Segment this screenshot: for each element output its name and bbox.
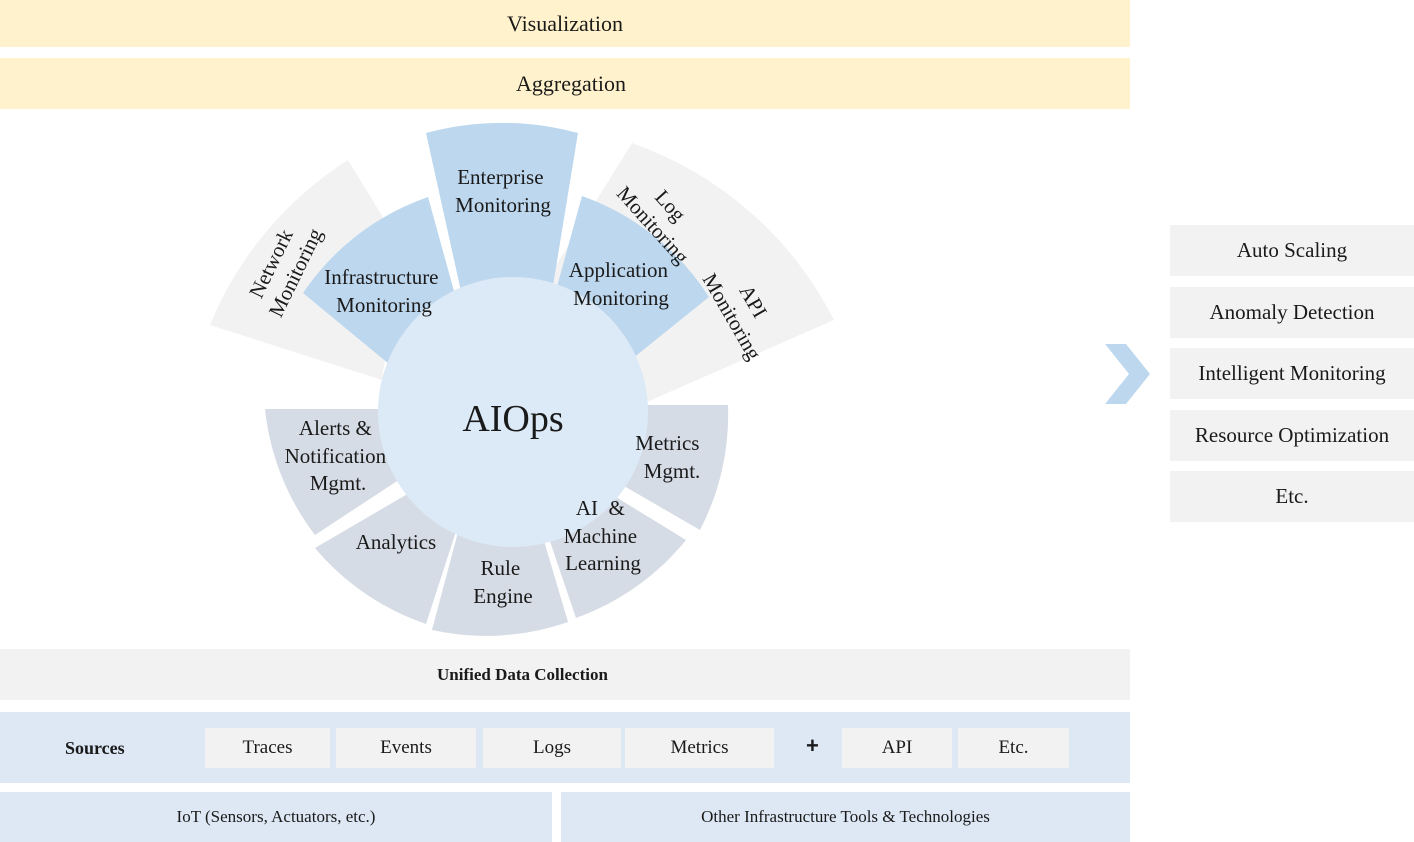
source-chip-label: Traces [242, 737, 293, 758]
outcome-label: Auto Scaling [1236, 238, 1348, 262]
outcome-label: Intelligent Monitoring [1198, 361, 1386, 385]
aiops-center [378, 277, 648, 547]
source-chip-label: Metrics [670, 737, 729, 758]
enterprise-monitoring-label: Enterprise Monitoring [455, 165, 551, 217]
source-chip-label: Etc. [998, 737, 1029, 758]
outcome-item: Auto Scaling [1170, 225, 1414, 276]
source-chip-label: API [881, 737, 913, 758]
outcome-item: Etc. [1170, 471, 1414, 522]
aggregation-layer: Aggregation [0, 58, 1130, 109]
unified-data-collection-label: Unified Data Collection [437, 664, 608, 684]
plus-icon: + [806, 733, 819, 758]
source-chip: Metrics [625, 728, 774, 768]
outcome-label: Anomaly Detection [1209, 300, 1375, 324]
analytics-segment [315, 482, 461, 624]
outcome-item: Anomaly Detection [1170, 287, 1414, 338]
outcome-item: Resource Optimization [1170, 410, 1414, 461]
visualization-label: Visualization [507, 10, 623, 36]
other-infrastructure-layer: Other Infrastructure Tools & Technologie… [561, 792, 1130, 842]
ai-machine-learning-label: AI & Machine Learning [564, 496, 643, 575]
outcome-item: Intelligent Monitoring [1170, 348, 1414, 399]
chevron-right-icon [1105, 344, 1150, 404]
aggregation-label: Aggregation [516, 70, 626, 96]
source-chip: API [842, 728, 952, 768]
source-chip-label: Events [380, 737, 432, 758]
iot-label: IoT (Sensors, Actuators, etc.) [176, 807, 376, 826]
application-monitoring-label: Application Monitoring [569, 258, 673, 310]
source-chip: Events [336, 728, 476, 768]
iot-layer: IoT (Sensors, Actuators, etc.) [0, 792, 552, 842]
source-chip: Logs [483, 728, 621, 768]
other-infrastructure-label: Other Infrastructure Tools & Technologie… [701, 807, 990, 826]
analytics-label: Analytics [356, 530, 436, 554]
rule-engine-segment [432, 517, 568, 636]
visualization-layer: Visualization [0, 0, 1130, 47]
unified-data-collection-layer: Unified Data Collection [0, 649, 1130, 700]
outcome-label: Etc. [1275, 484, 1309, 508]
source-chip: Traces [205, 728, 330, 768]
aiops-wheel: Network Monitoring Log Monitoring API Mo… [210, 122, 834, 636]
rule-engine-label: Rule Engine [473, 556, 532, 608]
source-chip-label: Logs [533, 737, 571, 758]
alerts-notification-label: Alerts & Notification Mgmt. [285, 416, 392, 495]
infrastructure-monitoring-label: Infrastructure Monitoring [324, 265, 444, 317]
sources-label: Sources [65, 738, 125, 758]
source-chip: Etc. [958, 728, 1069, 768]
outcome-label: Resource Optimization [1194, 423, 1390, 447]
metrics-mgmt-label: Metrics Mgmt. [635, 431, 704, 483]
aiops-center-label: AIOps [462, 398, 563, 440]
enterprise-monitoring-segment [426, 122, 578, 316]
